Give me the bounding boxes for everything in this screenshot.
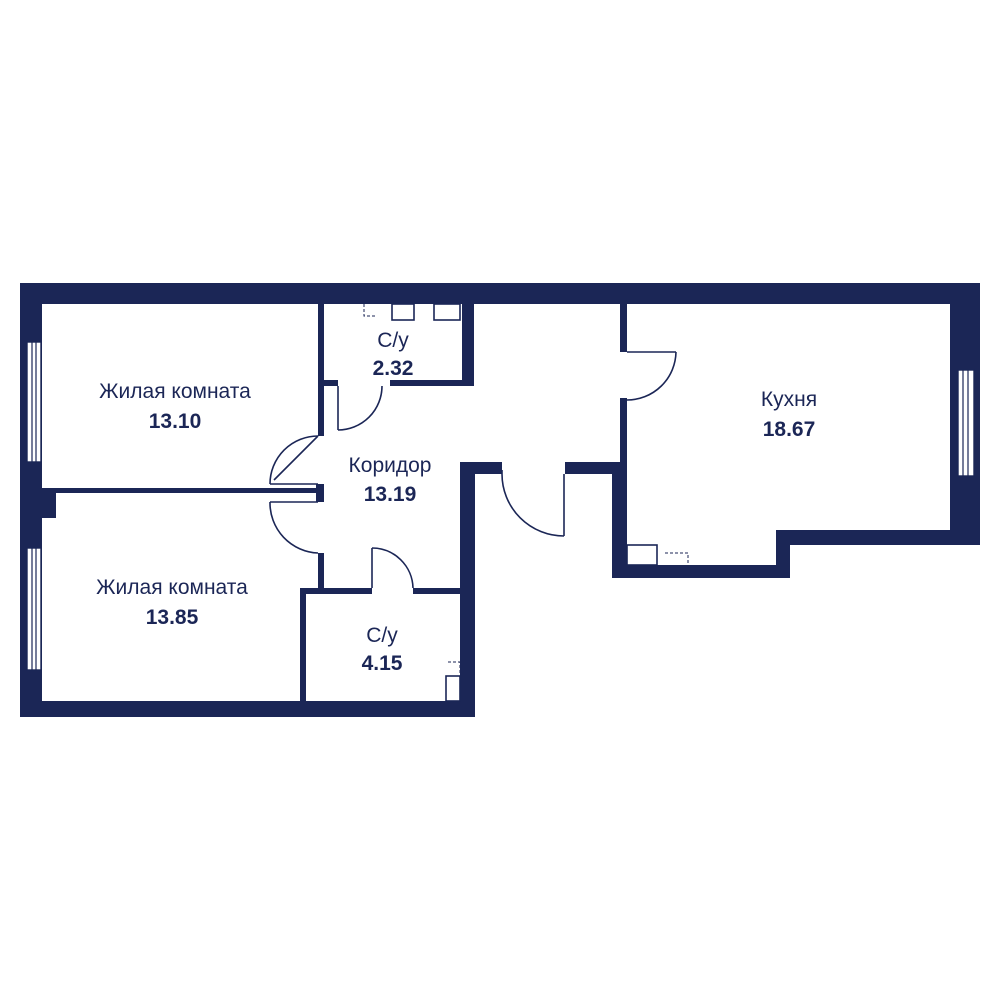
room-corridor: Коридор 13.19: [349, 454, 432, 506]
door-entrance: [501, 470, 565, 537]
room-name: С/у: [366, 624, 398, 647]
outer-walls: [20, 283, 980, 717]
door-living-2: [269, 501, 319, 554]
room-area: 13.85: [146, 606, 199, 629]
window-right: [957, 369, 975, 477]
room-name: Кухня: [761, 388, 817, 411]
room-bath-2: С/у 4.15: [362, 624, 403, 675]
door-bath-2: [371, 547, 414, 589]
room-area: 4.15: [362, 652, 403, 675]
room-kitchen: Кухня 18.67: [761, 388, 817, 441]
interior-walls: [42, 304, 627, 716]
room-bath-1: С/у 2.32: [373, 329, 414, 380]
room-area: 2.32: [373, 357, 414, 380]
window-left-bottom: [26, 547, 42, 671]
room-area: 18.67: [763, 418, 816, 441]
room-living-1: Жилая комната 13.10: [99, 380, 251, 433]
room-living-2: Жилая комната 13.85: [96, 576, 248, 629]
door-bath-1: [337, 385, 383, 431]
room-area: 13.19: [364, 483, 417, 506]
room-name: С/у: [377, 329, 409, 352]
room-name: Жилая комната: [96, 576, 248, 599]
room-area: 13.10: [149, 410, 202, 433]
room-name: Коридор: [349, 454, 432, 477]
door-living-1: [269, 435, 319, 485]
fixtures: [363, 303, 689, 702]
room-name: Жилая комната: [99, 380, 251, 403]
door-kitchen: [626, 351, 677, 401]
window-left-top: [26, 341, 42, 463]
